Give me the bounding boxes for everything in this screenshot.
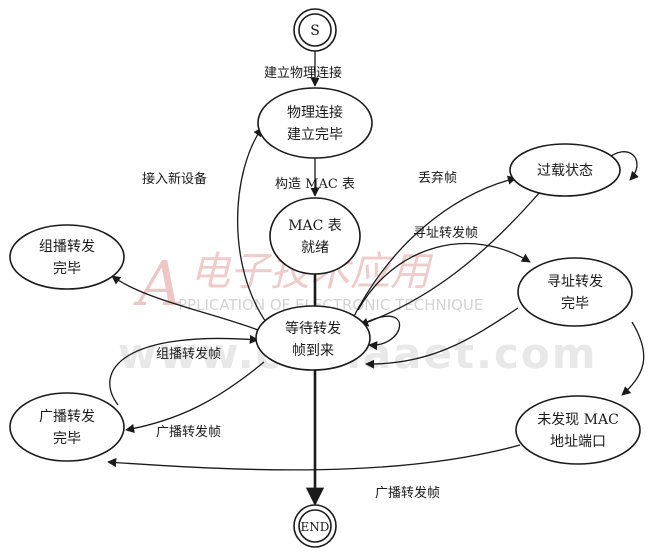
edges bbox=[107, 51, 645, 506]
node-broadcast-done-line1: 广播转发 bbox=[39, 409, 95, 425]
edge-addr-return bbox=[365, 307, 519, 369]
node-addr-done-line2: 完毕 bbox=[561, 296, 589, 312]
label-new-device: 接入新设备 bbox=[142, 171, 207, 187]
node-wait: 等待转发 帧到来 bbox=[255, 305, 371, 371]
node-multicast-done: 组播转发 完毕 bbox=[9, 224, 125, 290]
edge-overload-to-wait bbox=[359, 191, 541, 327]
node-addr-done-line1: 寻址转发 bbox=[547, 274, 603, 290]
edge-wait-to-overload bbox=[351, 175, 517, 321]
node-end: END bbox=[293, 504, 337, 548]
node-phys-done: 物理连接 建立完毕 bbox=[257, 87, 373, 159]
node-no-mac: 未发现 MAC 地址端口 bbox=[515, 395, 641, 465]
label-multicast-forward: 组播转发帧 bbox=[156, 346, 221, 362]
label-establish-phys: 建立物理连接 bbox=[264, 65, 342, 81]
node-start: S bbox=[293, 8, 337, 52]
node-overload-label: 过载状态 bbox=[537, 163, 593, 179]
edge-mcast-return bbox=[109, 334, 259, 406]
node-addr-done: 寻址转发 完毕 bbox=[517, 257, 633, 327]
node-multicast-done-line2: 完毕 bbox=[53, 261, 81, 277]
node-broadcast-done: 广播转发 完毕 bbox=[9, 392, 125, 462]
node-phys-done-line1: 物理连接 bbox=[287, 104, 343, 121]
node-no-mac-line2: 地址端口 bbox=[550, 434, 606, 450]
label-broadcast-forward: 广播转发帧 bbox=[156, 424, 221, 440]
node-phys-done-line2: 建立完毕 bbox=[287, 127, 343, 143]
node-wait-line2: 帧到来 bbox=[292, 343, 334, 359]
node-wait-line1: 等待转发 bbox=[285, 320, 341, 337]
node-mac-ready: MAC 表 就绪 bbox=[269, 197, 361, 275]
node-mac-ready-line1: MAC 表 bbox=[288, 218, 342, 234]
edge-nomac-to-bcast bbox=[107, 444, 521, 471]
label-broadcast-forward-2: 广播转发帧 bbox=[375, 485, 440, 501]
edge-wait-to-bcast bbox=[125, 361, 265, 433]
node-broadcast-done-line2: 完毕 bbox=[53, 431, 81, 447]
node-start-label: S bbox=[310, 23, 320, 39]
edge-addr-to-nomac bbox=[621, 321, 645, 396]
edge-wait-to-mcast bbox=[111, 275, 259, 331]
node-overload: 过载状态 bbox=[509, 143, 621, 197]
edge-overload-self bbox=[605, 151, 639, 181]
node-mac-ready-line2: 就绪 bbox=[301, 240, 329, 256]
node-multicast-done-line1: 组播转发 bbox=[39, 239, 95, 255]
node-no-mac-line1: 未发现 MAC bbox=[537, 412, 619, 428]
node-end-label: END bbox=[301, 520, 330, 534]
edge-wait-self bbox=[366, 315, 401, 351]
label-addr-forward: 寻址转发帧 bbox=[413, 225, 478, 241]
edge-wait-to-addr bbox=[357, 242, 531, 311]
edge-labels: 建立物理连接 构造 MAC 表 接入新设备 丢弃帧 寻址转发帧 组播转发帧 广播… bbox=[142, 65, 478, 501]
watermark-letter: A bbox=[133, 247, 183, 320]
label-drop-frame: 丢弃帧 bbox=[418, 171, 457, 186]
edge-wait-to-phys bbox=[237, 127, 269, 326]
label-build-mac: 构造 MAC 表 bbox=[275, 177, 355, 192]
